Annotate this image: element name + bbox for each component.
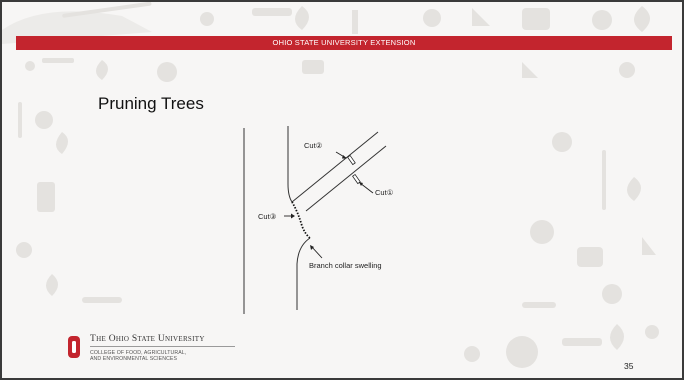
logo-divider [90,346,235,347]
cut-1-mark [352,173,361,185]
branch-collar-label: Branch collar swelling [309,261,382,270]
branch-lower-edge [305,145,387,212]
cut-1-arrow [359,182,374,194]
university-name: The Ohio State University [90,334,205,344]
cut-2-label: Cut② [304,141,323,150]
osu-logo: The Ohio State University COLLEGE OF FOO… [68,333,248,373]
header-banner-text: OHIO STATE UNIVERSITY EXTENSION [272,38,416,47]
pruning-diagram: Cut② Cut① Cut③ Branch collar swelling [243,126,394,314]
cut-3-dotted-line [291,201,311,239]
trunk-right-outline-upper [287,126,293,203]
college-name-line-1: COLLEGE OF FOOD, AGRICULTURAL, [90,350,187,356]
cut-3-label: Cut③ [258,212,277,221]
slide-title: Pruning Trees [98,94,204,113]
college-name-line-2: AND ENVIRONMENTAL SCIENCES [90,356,178,362]
block-o-icon [68,336,80,358]
branch-upper-edge [291,131,379,203]
cut-1-label: Cut① [375,188,394,197]
trunk-right-outline-lower [296,237,311,310]
page-number: 35 [624,361,634,371]
header-band: OHIO STATE UNIVERSITY EXTENSION [16,36,672,50]
cut-2-mark [347,154,356,166]
